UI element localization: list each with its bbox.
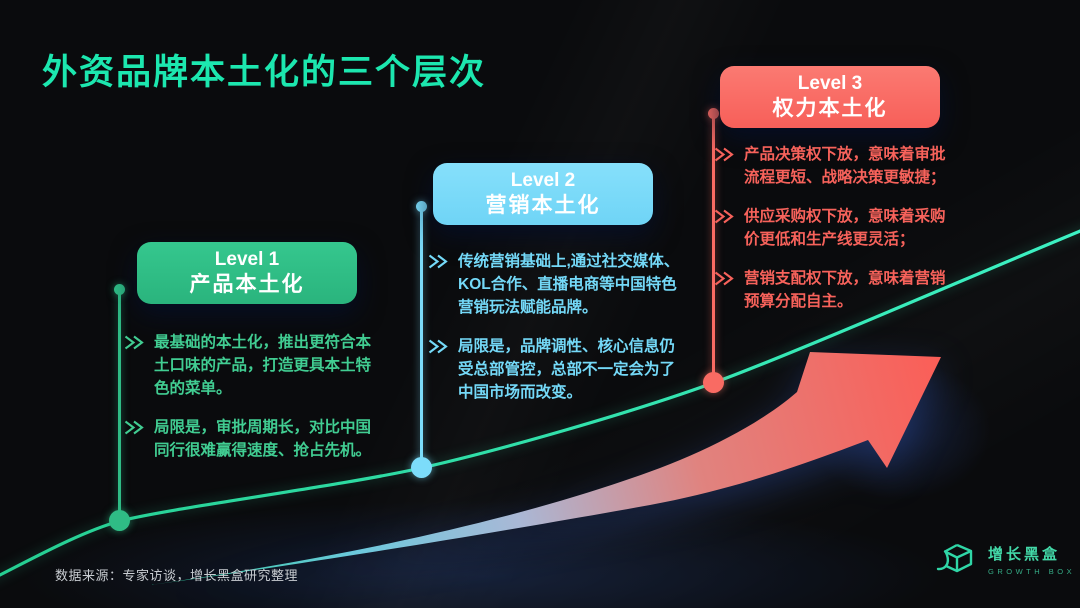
level2-connector-line [420,206,423,468]
bullet-text: 最基础的本土化，推出更符合本土口味的产品，打造更具本土特色的菜单。 [154,334,372,397]
level3-curve-dot [703,372,724,393]
level1-label: Level 1 [214,248,280,270]
level2-top-dot [416,201,427,212]
bullet-text: 供应采购权下放，意味着采购价更低和生产线更灵活； [744,208,946,248]
level3-connector-line [712,113,715,383]
level1-name: 产品本土化 [189,273,305,297]
level2-bullets: 传统营销基础上,通过社交媒体、KOL合作、直播电商等中国特色营销玩法赋能品牌。 … [428,250,684,404]
bullet-text: 局限是，品牌调性、核心信息仍受总部管控，总部不一定会为了中国市场而改变。 [458,338,676,401]
double-chevron-icon [714,271,734,286]
logo-name: 增长黑盒 [988,545,1061,563]
bullet-text: 产品决策权下放，意味着审批流程更短、战略决策更敏捷； [744,146,946,186]
level1-curve-dot [109,510,130,531]
double-chevron-icon [428,339,448,354]
source-note: 数据来源：专家访谈，增长黑盒研究整理 [55,568,299,583]
level3-name: 权力本土化 [772,97,888,121]
level2-box: Level 2 营销本土化 [433,163,653,225]
level3-label: Level 3 [797,72,863,94]
growth-arrow [150,352,941,585]
bullet-item: 产品决策权下放，意味着审批流程更短、战略决策更敏捷； [714,143,952,189]
bullet-item: 传统营销基础上,通过社交媒体、KOL合作、直播电商等中国特色营销玩法赋能品牌。 [428,250,684,319]
double-chevron-icon [124,420,144,435]
level1-top-dot [114,284,125,295]
level2-name: 营销本土化 [485,194,601,218]
level3-box: Level 3 权力本土化 [720,66,940,128]
growth-box-logo: 增长黑盒 GROWTH BOX [936,540,1075,578]
bullet-item: 最基础的本土化，推出更符合本土口味的产品，打造更具本土特色的菜单。 [124,331,375,400]
bullet-item: 局限是，审批周期长，对比中国同行很难赢得速度、抢占先机。 [124,416,375,462]
level3-top-dot [708,108,719,119]
level1-bullets: 最基础的本土化，推出更符合本土口味的产品，打造更具本土特色的菜单。 局限是，审批… [124,331,375,462]
bullet-text: 局限是，审批周期长，对比中国同行很难赢得速度、抢占先机。 [154,419,372,459]
bullet-item: 局限是，品牌调性、核心信息仍受总部管控，总部不一定会为了中国市场而改变。 [428,335,684,404]
bullet-text: 传统营销基础上,通过社交媒体、KOL合作、直播电商等中国特色营销玩法赋能品牌。 [458,253,680,316]
logo-subtitle: GROWTH BOX [988,566,1076,576]
logo-text: 增长黑盒 GROWTH BOX [988,543,1075,576]
bullet-item: 营销支配权下放，意味着营销预算分配自主。 [714,267,952,313]
level3-bullets: 产品决策权下放，意味着审批流程更短、战略决策更敏捷； 供应采购权下放，意味着采购… [714,143,952,313]
double-chevron-icon [714,147,734,162]
level2-label: Level 2 [510,169,576,191]
double-chevron-icon [124,335,144,350]
double-chevron-icon [428,254,448,269]
level1-box: Level 1 产品本土化 [137,242,357,304]
double-chevron-icon [714,209,734,224]
bullet-item: 供应采购权下放，意味着采购价更低和生产线更灵活； [714,205,952,251]
page-title: 外资品牌本土化的三个层次 [42,53,487,92]
growth-box-logo-icon [936,543,973,573]
level1-connector-line [118,289,121,521]
bullet-text: 营销支配权下放，意味着营销预算分配自主。 [744,270,946,310]
level2-curve-dot [411,457,432,478]
